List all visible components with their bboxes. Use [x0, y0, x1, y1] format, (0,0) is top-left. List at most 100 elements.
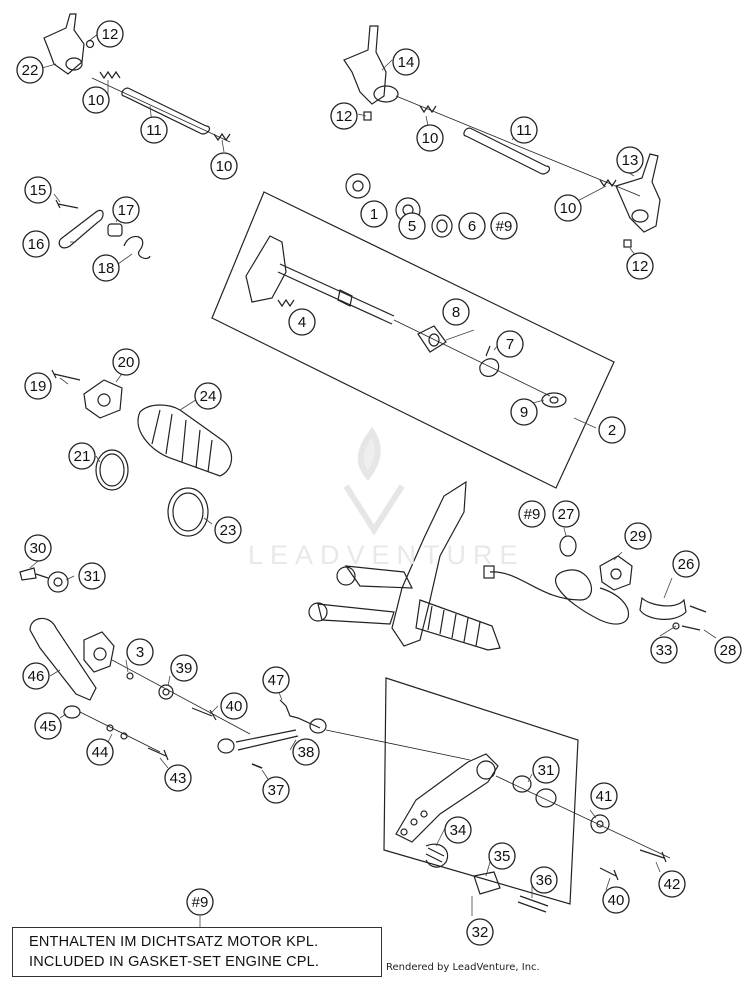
callout-circle [24, 534, 52, 562]
callout-label: 5 [408, 218, 416, 235]
callout-label: 11 [146, 122, 162, 139]
shift-rail-11b [463, 127, 551, 175]
cam-20 [83, 379, 123, 419]
callout-circle [518, 500, 546, 528]
brake-lever-34 [395, 753, 499, 843]
callout-48: 31 [532, 756, 560, 784]
callout-circle [554, 194, 582, 222]
callout-22: 7 [496, 330, 524, 358]
callout-label: 21 [74, 448, 91, 465]
callout-36: 45 [34, 712, 62, 740]
callout-label: 20 [118, 354, 135, 371]
callout-label: 24 [200, 388, 217, 405]
callout-41: 37 [262, 776, 290, 804]
callout-45: 26 [672, 550, 700, 578]
callout-circle [24, 372, 52, 400]
callout-1: 22 [16, 56, 44, 84]
callout-circle [602, 886, 630, 914]
callout-circle [650, 636, 678, 664]
sensor-cable [489, 569, 629, 625]
callout-label: 42 [664, 876, 681, 893]
callout-9: 13 [616, 146, 644, 174]
bolt-40a [191, 707, 217, 721]
callout-circle [68, 442, 96, 470]
callout-label: 27 [558, 506, 575, 523]
bush-31b [512, 775, 557, 808]
bolt-43 [147, 747, 169, 761]
callout-4: 10 [210, 152, 238, 180]
shift-fork-13 [615, 153, 661, 233]
callout-23: 9 [510, 398, 538, 426]
callout-circle [112, 196, 140, 224]
callout-40: 38 [292, 738, 320, 766]
callout-label: 43 [170, 770, 187, 787]
callout-label: 38 [298, 744, 315, 761]
callout-circle [598, 416, 626, 444]
watermark-text: LEADVENTURE [248, 540, 525, 570]
callout-label: 19 [30, 378, 47, 395]
ball-12a [85, 39, 95, 49]
callout-label: 15 [30, 182, 47, 199]
callout-circle [164, 764, 192, 792]
callout-label: 13 [622, 152, 639, 169]
callout-circle [170, 654, 198, 682]
callout-7: 10 [416, 124, 444, 152]
callout-label: 22 [22, 62, 39, 79]
callout-24: 2 [598, 416, 626, 444]
callout-circle [658, 870, 686, 898]
callout-label: 7 [506, 336, 514, 353]
callout-label: 30 [30, 540, 47, 557]
sensor-29 [599, 555, 633, 591]
callout-circle [510, 116, 538, 144]
callout-27: 24 [194, 382, 222, 410]
callout-30: 30 [24, 534, 52, 562]
callout-label: 8 [452, 304, 460, 321]
callout-label: #9 [496, 218, 513, 235]
spring-10b [213, 132, 231, 142]
callout-circle [626, 252, 654, 280]
callout-label: 17 [118, 202, 135, 219]
callout-circle [552, 500, 580, 528]
callout-32: 46 [22, 662, 50, 690]
callout-label: 3 [136, 644, 144, 661]
clip-7 [479, 345, 500, 377]
callout-circle [466, 918, 494, 946]
watermark-logo-icon [343, 426, 405, 536]
callout-53: 40 [602, 886, 630, 914]
callout-circle [262, 776, 290, 804]
callout-circle [22, 230, 50, 258]
callout-circle [86, 738, 114, 766]
callout-label: 39 [176, 660, 193, 677]
callout-55: 32 [466, 918, 494, 946]
callout-label: 29 [630, 528, 647, 545]
callout-42: #9 [518, 500, 546, 528]
bolt-42 [639, 849, 667, 863]
callout-circle [530, 866, 558, 894]
spring-18 [123, 235, 151, 260]
kit-frame-32 [383, 677, 579, 905]
callout-label: 10 [88, 92, 105, 109]
callout-44: 29 [624, 522, 652, 550]
callout-label: 10 [560, 200, 577, 217]
callout-13: 17 [112, 196, 140, 224]
callout-12: 15 [24, 176, 52, 204]
callout-circle [112, 348, 140, 376]
callout-circle [624, 522, 652, 550]
callout-circle [488, 842, 516, 870]
callout-33: 3 [126, 638, 154, 666]
callout-circle [78, 562, 106, 590]
render-credit: Rendered by LeadVenture, Inc. [386, 962, 540, 973]
callout-label: 11 [516, 122, 532, 139]
callout-label: 28 [720, 642, 737, 659]
callout-label: 44 [92, 744, 109, 761]
oring-27 [559, 535, 577, 557]
callout-25: 19 [24, 372, 52, 400]
callout-circle [220, 692, 248, 720]
callout-label: 1 [370, 206, 378, 223]
callout-circle [672, 550, 700, 578]
callout-circle [210, 152, 238, 180]
callout-label: 10 [422, 130, 439, 147]
bush-31a [47, 571, 69, 593]
callout-label: 31 [538, 762, 555, 779]
